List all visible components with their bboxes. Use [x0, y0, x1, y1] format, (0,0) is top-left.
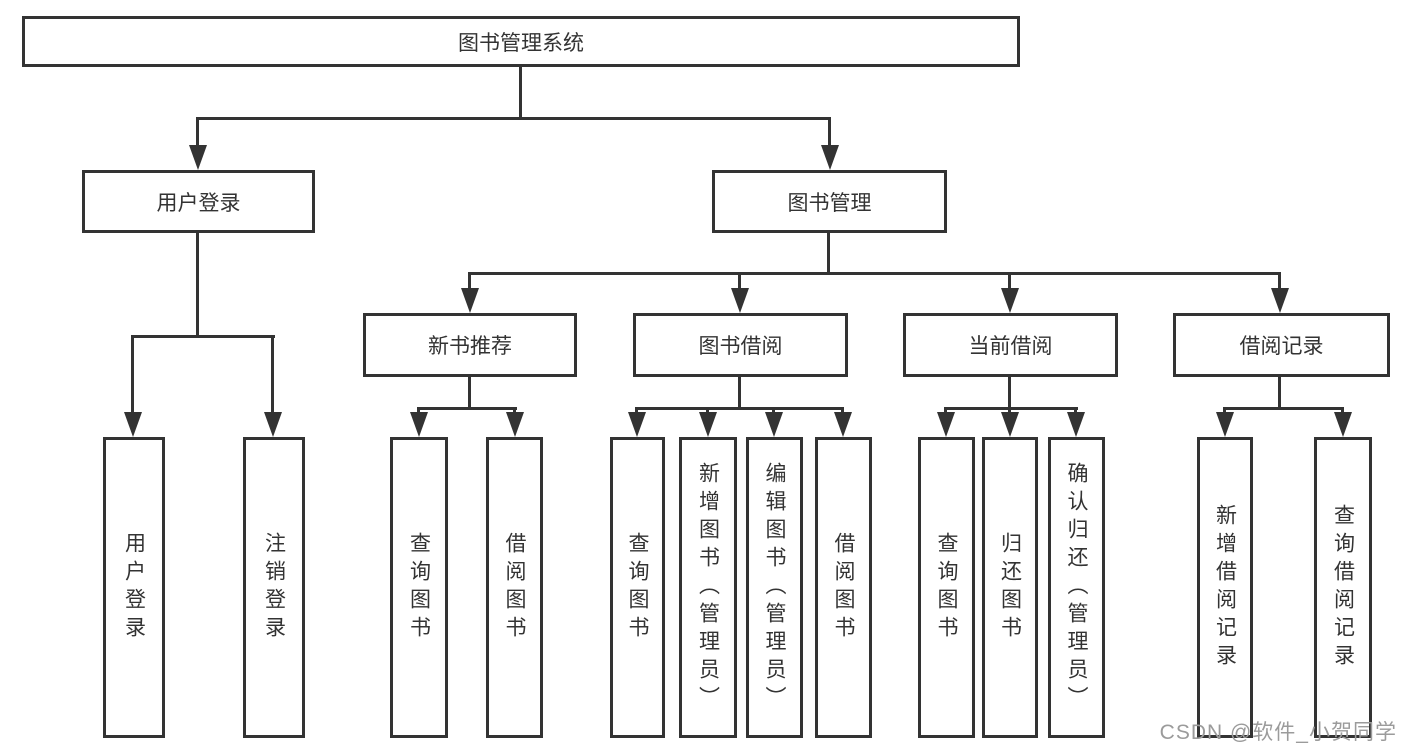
- leaf-query-books-current-label: 查询图书: [935, 531, 958, 644]
- connector-line: [1278, 272, 1281, 295]
- connector-line: [636, 407, 844, 410]
- leaf-borrow-books-recommend: 借阅图书: [486, 437, 543, 738]
- node-borrow-records-label: 借阅记录: [1239, 335, 1324, 358]
- node-current-borrow-label: 当前借阅: [968, 335, 1053, 358]
- leaf-return-book-label: 归还图书: [998, 531, 1022, 644]
- connector-line: [468, 377, 471, 409]
- watermark: CSDN @软件_小贺同学: [1159, 721, 1397, 744]
- node-book-management: 图书管理: [712, 170, 947, 233]
- leaf-query-books-current: 查询图书: [918, 437, 975, 738]
- leaf-user-login: 用户登录: [103, 437, 165, 738]
- node-root-label: 图书管理系统: [458, 31, 584, 55]
- arrow-down-icon: [821, 145, 839, 170]
- leaf-edit-book-admin: 编辑图书（管理员）: [746, 437, 803, 738]
- node-user-login-label: 用户登录: [156, 191, 241, 215]
- node-book-borrow: 图书借阅: [633, 313, 848, 377]
- connector-line: [738, 272, 741, 295]
- node-new-book-recommend-label: 新书推荐: [428, 335, 512, 358]
- leaf-edit-book-admin-label: 编辑图书（管理员）: [763, 461, 786, 714]
- node-user-login: 用户登录: [82, 170, 315, 233]
- leaf-add-book-admin: 新增图书（管理员）: [679, 437, 737, 738]
- connector-line: [945, 407, 1078, 410]
- leaf-add-borrow-record: 新增借阅记录: [1197, 437, 1253, 738]
- arrow-down-icon: [410, 412, 428, 437]
- node-current-borrow: 当前借阅: [903, 313, 1118, 377]
- connector-line: [827, 232, 830, 274]
- leaf-query-borrow-record-label: 查询借阅记录: [1331, 503, 1355, 672]
- arrow-down-icon: [1271, 288, 1289, 313]
- leaf-query-books-recommend: 查询图书: [390, 437, 448, 738]
- leaf-borrow-books-recommend-label: 借阅图书: [503, 531, 526, 644]
- arrow-down-icon: [124, 412, 142, 437]
- connector-line: [828, 117, 831, 152]
- arrow-down-icon: [461, 288, 479, 313]
- node-root: 图书管理系统: [22, 16, 1020, 67]
- connector-line: [417, 407, 517, 410]
- connector-line: [1008, 377, 1011, 409]
- leaf-add-book-admin-label: 新增图书（管理员）: [696, 461, 720, 714]
- leaf-logout-label: 注销登录: [262, 531, 286, 644]
- arrow-down-icon: [506, 412, 524, 437]
- node-borrow-records: 借阅记录: [1173, 313, 1390, 377]
- arrow-down-icon: [189, 145, 207, 170]
- connector-line: [196, 117, 199, 152]
- arrow-down-icon: [1216, 412, 1234, 437]
- connector-line: [196, 232, 199, 337]
- arrow-down-icon: [834, 412, 852, 437]
- arrow-down-icon: [264, 412, 282, 437]
- connector-line: [738, 377, 741, 409]
- arrow-down-icon: [1067, 412, 1085, 437]
- connector-line: [519, 66, 522, 119]
- node-new-book-recommend: 新书推荐: [363, 313, 577, 377]
- node-book-borrow-label: 图书借阅: [698, 335, 783, 358]
- connector-line: [469, 272, 1281, 275]
- arrow-down-icon: [1334, 412, 1352, 437]
- leaf-return-book: 归还图书: [982, 437, 1038, 738]
- arrow-down-icon: [628, 412, 646, 437]
- leaf-confirm-return-admin-label: 确认归还（管理员）: [1065, 461, 1088, 714]
- arrow-down-icon: [1001, 288, 1019, 313]
- connector-line: [1008, 272, 1011, 295]
- connector-line: [132, 335, 275, 338]
- leaf-borrow-books-borrow: 借阅图书: [815, 437, 872, 738]
- arrow-down-icon: [731, 288, 749, 313]
- leaf-confirm-return-admin: 确认归还（管理员）: [1048, 437, 1105, 738]
- connector-line: [131, 335, 134, 419]
- leaf-query-books-borrow-label: 查询图书: [626, 531, 649, 644]
- connector-line: [1224, 407, 1344, 410]
- connector-line: [468, 272, 471, 295]
- connector-line: [271, 335, 274, 419]
- leaf-query-books-borrow: 查询图书: [610, 437, 665, 738]
- arrow-down-icon: [1001, 412, 1019, 437]
- arrow-down-icon: [937, 412, 955, 437]
- leaf-user-login-label: 用户登录: [122, 531, 146, 644]
- leaf-borrow-books-borrow-label: 借阅图书: [832, 531, 855, 644]
- leaf-add-borrow-record-label: 新增借阅记录: [1213, 503, 1237, 672]
- connector-line: [197, 117, 831, 120]
- node-book-management-label: 图书管理: [787, 191, 872, 215]
- leaf-query-borrow-record: 查询借阅记录: [1314, 437, 1372, 738]
- leaf-query-books-recommend-label: 查询图书: [407, 531, 431, 644]
- connector-line: [1278, 377, 1281, 409]
- leaf-logout: 注销登录: [243, 437, 305, 738]
- arrow-down-icon: [765, 412, 783, 437]
- arrow-down-icon: [699, 412, 717, 437]
